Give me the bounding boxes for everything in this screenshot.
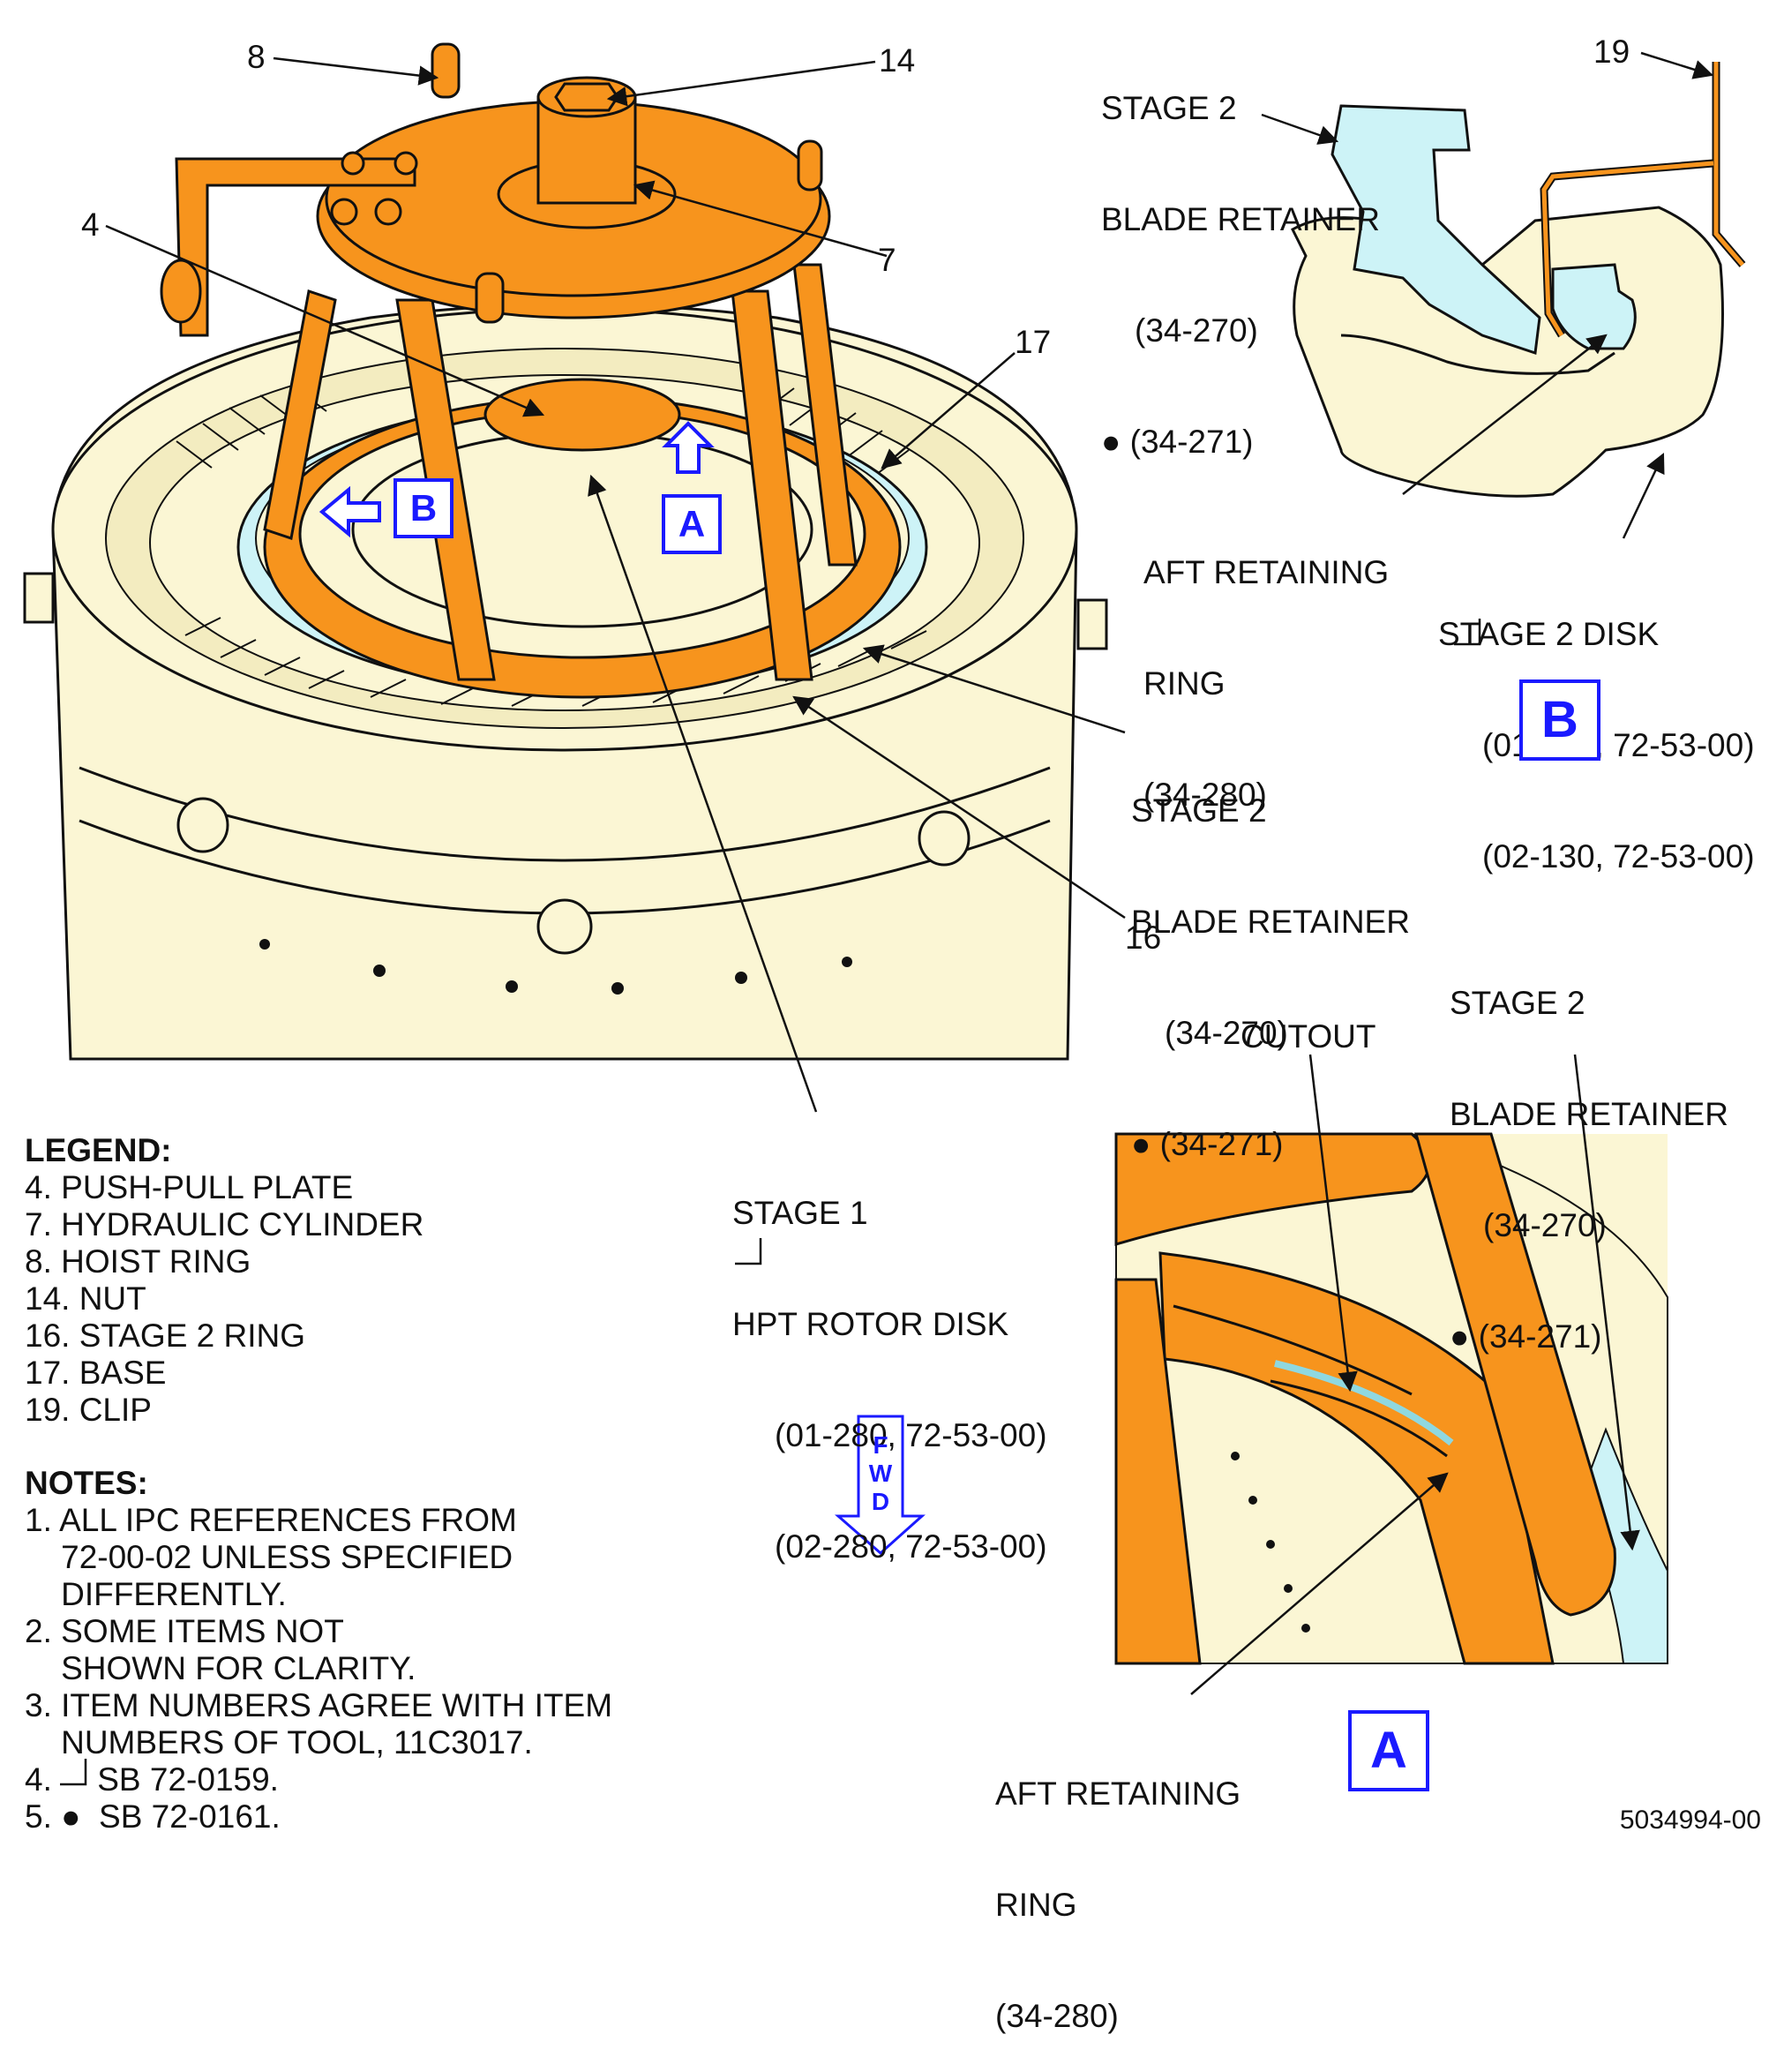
view-marker-a-main: A [662,494,722,554]
legend-item: 7. HYDRAULIC CYLINDER [25,1206,424,1242]
note-line: DIFFERENTLY. [25,1576,287,1612]
callout-14: 14 [879,42,916,79]
label-detail-a-aft-ring: AFT RETAINING RING (34-280) [995,1775,1241,2034]
leader-lines [105,51,1714,1695]
label-detail-a-cutout: CUTOUT [1241,1018,1376,1055]
view-marker-a: A [1348,1710,1429,1791]
callout-7: 7 [878,242,896,278]
note-line: NUMBERS OF TOOL, 11C3017. [25,1724,533,1760]
callout-16: 16 [1125,920,1162,956]
legend-item: 17. BASE [25,1355,167,1391]
label-detail-b-aft-ring: AFT RETAINING RING (34-280) [1143,554,1390,813]
legend: LEGEND: 4. PUSH-PULL PLATE 7. HYDRAULIC … [25,1132,424,1429]
fwd-arrow [835,1415,926,1556]
legend-item: 19. CLIP [25,1392,152,1428]
diagram-artwork [23,42,1746,1786]
note-line: 3. ITEM NUMBERS AGREE WITH ITEM [25,1687,613,1723]
notes: NOTES: 1. ALL IPC REFERENCES FROM 72-00-… [25,1465,612,1836]
note-line: SHOWN FOR CLARITY. [25,1650,416,1686]
legend-item: 4. PUSH-PULL PLATE [25,1169,354,1205]
label-stage1-disk: STAGE 1 HPT ROTOR DISK (01-280, 72-53-00… [732,1195,1047,1565]
sb-triangle-icons [60,619,1481,1786]
label-stage2-retainer-main: STAGE 2 BLADE RETAINER (34-270) ● (34-27… [1131,792,1410,1162]
drawing-number: 5034994-00 [1619,1805,1761,1835]
callout-17: 17 [1015,324,1052,360]
fwd-label: F W D [868,1431,893,1515]
legend-item: 8. HOIST RING [25,1243,251,1280]
label-detail-b-disk: STAGE 2 DISK (01-130, 72-53-00) (02-130,… [1438,616,1755,875]
note-line: 2. SOME ITEMS NOT [25,1613,344,1649]
view-marker-b-main: B [394,478,453,538]
note-line: 72-00-02 UNLESS SPECIFIED [25,1539,513,1575]
callout-8: 8 [247,39,266,75]
note-line: 1. ALL IPC REFERENCES FROM [25,1502,517,1538]
label-detail-a-retainer: STAGE 2 BLADE RETAINER (34-270) ● (34-27… [1450,985,1728,1355]
label-detail-b-retainer: STAGE 2 BLADE RETAINER (34-270) ● (34-27… [1101,90,1380,460]
view-direction-arrows [319,421,715,538]
note-line: 4. SB 72-0159. [25,1761,279,1798]
legend-item: 14. NUT [25,1280,146,1317]
view-marker-b: B [1519,679,1600,761]
note-line: 5. ● SB 72-0161. [25,1798,281,1835]
puller-tool [160,42,902,699]
callout-4: 4 [81,206,100,243]
legend-heading: LEGEND: [25,1132,172,1168]
notes-heading: NOTES: [25,1465,148,1501]
detail-b-drawing [1291,62,1746,498]
detail-a-drawing [1114,1132,1668,1665]
legend-item: 16. STAGE 2 RING [25,1318,306,1354]
callout-19: 19 [1593,34,1630,70]
